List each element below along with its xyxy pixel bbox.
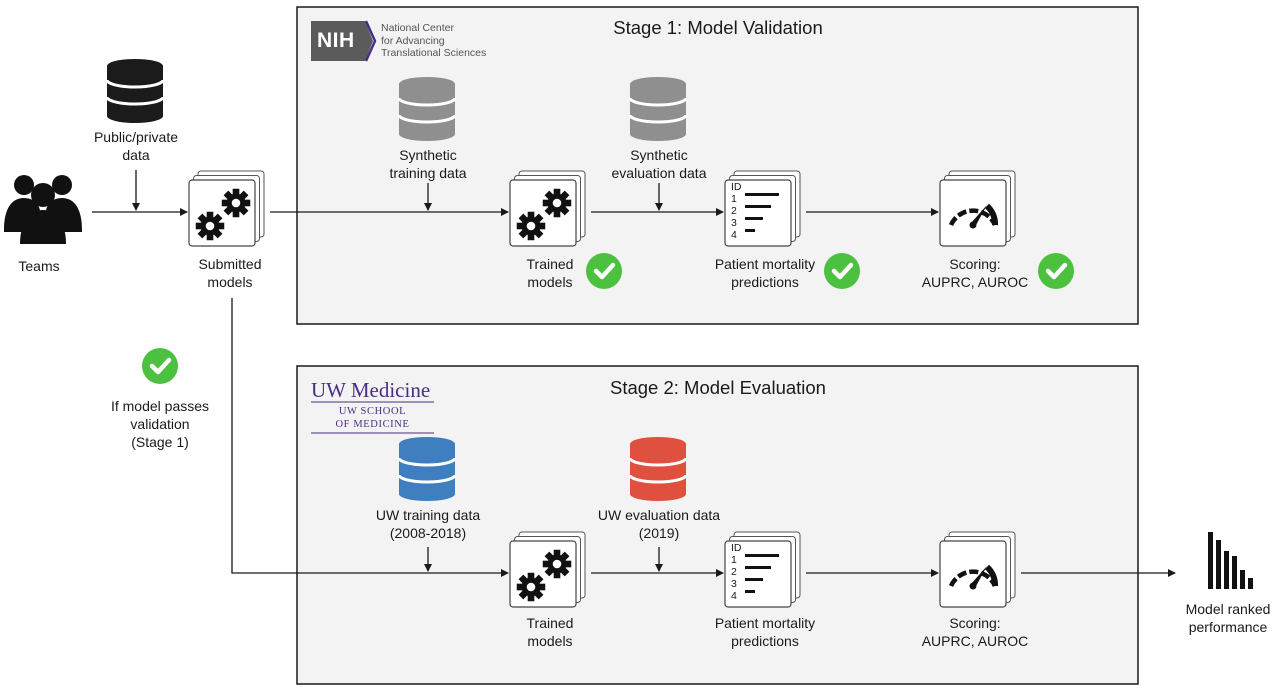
ranked-performance-icon xyxy=(1208,532,1253,589)
nih-logo-text: National Center for Advancing Translatio… xyxy=(381,22,487,59)
scoring-s1-icon xyxy=(939,170,1016,247)
prediction-id-header: ID xyxy=(731,542,742,554)
synthetic-eval-db-icon xyxy=(628,75,688,143)
prediction-row: 4 xyxy=(731,590,737,602)
stage1-box xyxy=(296,6,1139,325)
prediction-row: 4 xyxy=(731,229,737,241)
uw-eval-db-icon xyxy=(628,435,688,503)
synthetic-eval-label: Synthetic evaluation data xyxy=(611,147,707,181)
prediction-row: 1 xyxy=(731,193,737,205)
scoring-s2-icon xyxy=(939,531,1016,608)
teams-label: Teams xyxy=(18,258,60,274)
stage2-title: Stage 2: Model Evaluation xyxy=(610,377,826,398)
prediction-row: 3 xyxy=(731,578,737,590)
prediction-row: 2 xyxy=(731,205,737,217)
uw-logo-sub1: UW SCHOOL xyxy=(338,406,407,417)
prediction-row: 2 xyxy=(731,566,737,578)
scoring-s2-label: Scoring: AUPRC, AUROC xyxy=(921,615,1029,649)
predictions-s2-list: ID 1 2 3 4 xyxy=(731,542,742,602)
teams-icon xyxy=(4,175,82,244)
prediction-row: 1 xyxy=(731,554,737,566)
synthetic-training-label: Synthetic training data xyxy=(389,147,467,181)
nih-logo-mark: NIH xyxy=(317,29,355,52)
uw-logo-sub2: OF MEDICINE xyxy=(335,419,410,430)
scoring-s1-label: Scoring: AUPRC, AUROC xyxy=(921,256,1029,290)
prediction-id-header: ID xyxy=(731,181,742,193)
predictions-s2-label: Patient mortality predictions xyxy=(714,615,816,649)
uw-training-db-icon xyxy=(397,435,457,503)
predictions-s1-label: Patient mortality predictions xyxy=(714,256,816,290)
validation-gate-label: If model passes validation (Stage 1) xyxy=(110,398,210,450)
submitted-models-label: Submitted models xyxy=(198,256,262,290)
predictions-s1-list: ID 1 2 3 4 xyxy=(731,181,742,241)
synthetic-training-db-icon xyxy=(397,75,457,143)
stage2-box xyxy=(296,365,1139,685)
check-validation-icon xyxy=(142,348,178,384)
prediction-row: 3 xyxy=(731,217,737,229)
check-scoring-icon xyxy=(1038,253,1074,289)
ranked-performance-label: Model ranked performance xyxy=(1185,601,1271,635)
public-data-db-icon xyxy=(105,57,165,125)
trained-models-s1-label: Trained models xyxy=(526,256,574,290)
trained-models-s2-label: Trained models xyxy=(526,615,574,649)
public-data-label: Public/private data xyxy=(93,129,179,163)
trained-models-s2-icon xyxy=(509,531,586,608)
uw-logo-mark: UW Medicine xyxy=(311,378,431,402)
trained-models-s1-icon xyxy=(509,170,586,247)
uw-eval-label: UW evaluation data (2019) xyxy=(597,507,721,541)
submitted-models-icon xyxy=(188,170,265,247)
stage1-title: Stage 1: Model Validation xyxy=(613,17,823,38)
nih-logo-icon xyxy=(311,20,377,62)
uw-training-label: UW training data (2008-2018) xyxy=(375,507,481,541)
